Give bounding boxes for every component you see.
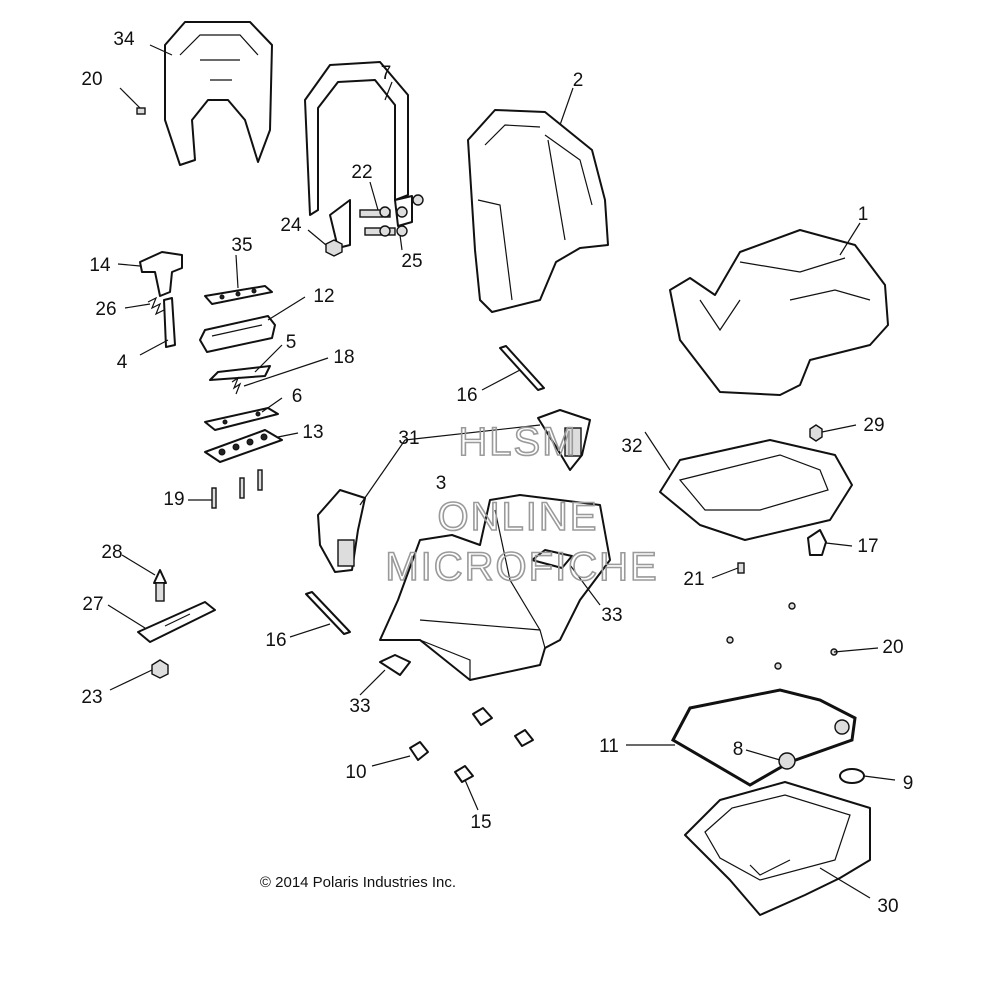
part-8-plug <box>778 719 850 770</box>
part-18-spring <box>231 376 242 395</box>
callout-9: 9 <box>903 773 914 794</box>
callout-17: 17 <box>857 536 878 557</box>
callout-6: 6 <box>292 386 303 407</box>
callout-25: 25 <box>401 251 422 272</box>
callout-labels: 34 20 7 2 1 22 24 25 14 35 26 12 4 5 18 … <box>81 29 913 917</box>
part-19-bolts <box>211 469 263 509</box>
part-35-plate <box>204 285 273 305</box>
part-21-screw <box>737 562 745 574</box>
part-20-fasteners <box>726 602 838 670</box>
part-2-seat-back <box>467 109 609 313</box>
watermark: HLSM ONLINE MICROFICHE <box>385 419 658 590</box>
callout-5: 5 <box>286 332 297 353</box>
part-6-plate <box>204 407 279 431</box>
callout-16-upper: 16 <box>456 385 477 406</box>
part-12-latch-housing <box>199 315 276 353</box>
callout-27: 27 <box>82 594 103 615</box>
part-34-top-bracket <box>164 21 273 166</box>
watermark-line-1: HLSM <box>458 420 577 464</box>
part-24-nut <box>325 239 343 257</box>
part-15-clips <box>454 707 534 783</box>
watermark-line-2: ONLINE <box>438 495 599 539</box>
callout-24: 24 <box>280 215 302 236</box>
part-26-spring <box>147 296 165 316</box>
part-30-storage-bin <box>684 781 871 916</box>
part-33-cover-left <box>379 654 411 676</box>
part-33-cover-right <box>531 549 573 569</box>
part-31-bracket-upper <box>537 409 591 471</box>
callout-32: 32 <box>621 436 642 457</box>
callout-28: 28 <box>101 542 122 563</box>
part-11-gasket <box>670 688 857 787</box>
callout-20-lower: 20 <box>882 637 903 658</box>
part-10-clip <box>409 741 429 761</box>
leader-lines <box>107 44 896 899</box>
part-20-screw <box>136 107 146 115</box>
part-5-latch-plate <box>209 365 271 381</box>
part-4-strap <box>163 297 176 348</box>
watermark-line-3: MICROFICHE <box>385 545 658 589</box>
callout-33-right: 33 <box>601 605 622 626</box>
part-29-nut <box>809 424 823 442</box>
callout-21: 21 <box>683 569 704 590</box>
callout-31: 31 <box>398 428 419 449</box>
part-9-cap <box>839 768 865 784</box>
callout-30: 30 <box>877 896 898 917</box>
part-14-latch-handle <box>139 251 183 297</box>
part-7-grab-handle <box>304 61 413 249</box>
callout-29: 29 <box>863 415 884 436</box>
callout-1: 1 <box>858 204 869 225</box>
callout-11: 11 <box>599 736 619 757</box>
part-1-seat-bottom <box>669 229 889 396</box>
callout-22: 22 <box>351 162 372 183</box>
callout-33-left: 33 <box>349 696 370 717</box>
part-22-25-hardware <box>359 194 424 237</box>
part-23-nut <box>151 659 169 679</box>
callout-16-lower: 16 <box>265 630 286 651</box>
callout-35: 35 <box>231 235 252 256</box>
callout-14: 14 <box>89 255 111 276</box>
part-31-bracket-lower <box>317 489 366 573</box>
callout-8: 8 <box>733 739 744 760</box>
callout-20-upper: 20 <box>81 69 102 90</box>
callout-18: 18 <box>333 347 354 368</box>
callout-2: 2 <box>573 70 584 91</box>
part-16-rod-lower <box>305 591 351 635</box>
callout-23: 23 <box>81 687 102 708</box>
copyright-notice: © 2014 Polaris Industries Inc. <box>260 874 456 891</box>
callout-34: 34 <box>113 29 135 50</box>
callout-19: 19 <box>163 489 184 510</box>
callout-3: 3 <box>436 473 447 494</box>
callout-10: 10 <box>345 762 366 783</box>
callout-26: 26 <box>95 299 116 320</box>
part-16-rod-upper <box>499 345 545 391</box>
part-32-seat-pan <box>659 439 853 541</box>
callout-7: 7 <box>381 63 392 84</box>
part-27-slotted-plate <box>137 601 216 643</box>
callout-15: 15 <box>470 812 491 833</box>
callout-4: 4 <box>117 352 128 373</box>
callout-12: 12 <box>313 286 334 307</box>
part-17-plug <box>807 529 827 556</box>
part-13-pad <box>204 429 283 463</box>
part-28-stud <box>153 569 167 602</box>
part-3-seat-frame <box>379 494 611 681</box>
callout-13: 13 <box>302 422 323 443</box>
